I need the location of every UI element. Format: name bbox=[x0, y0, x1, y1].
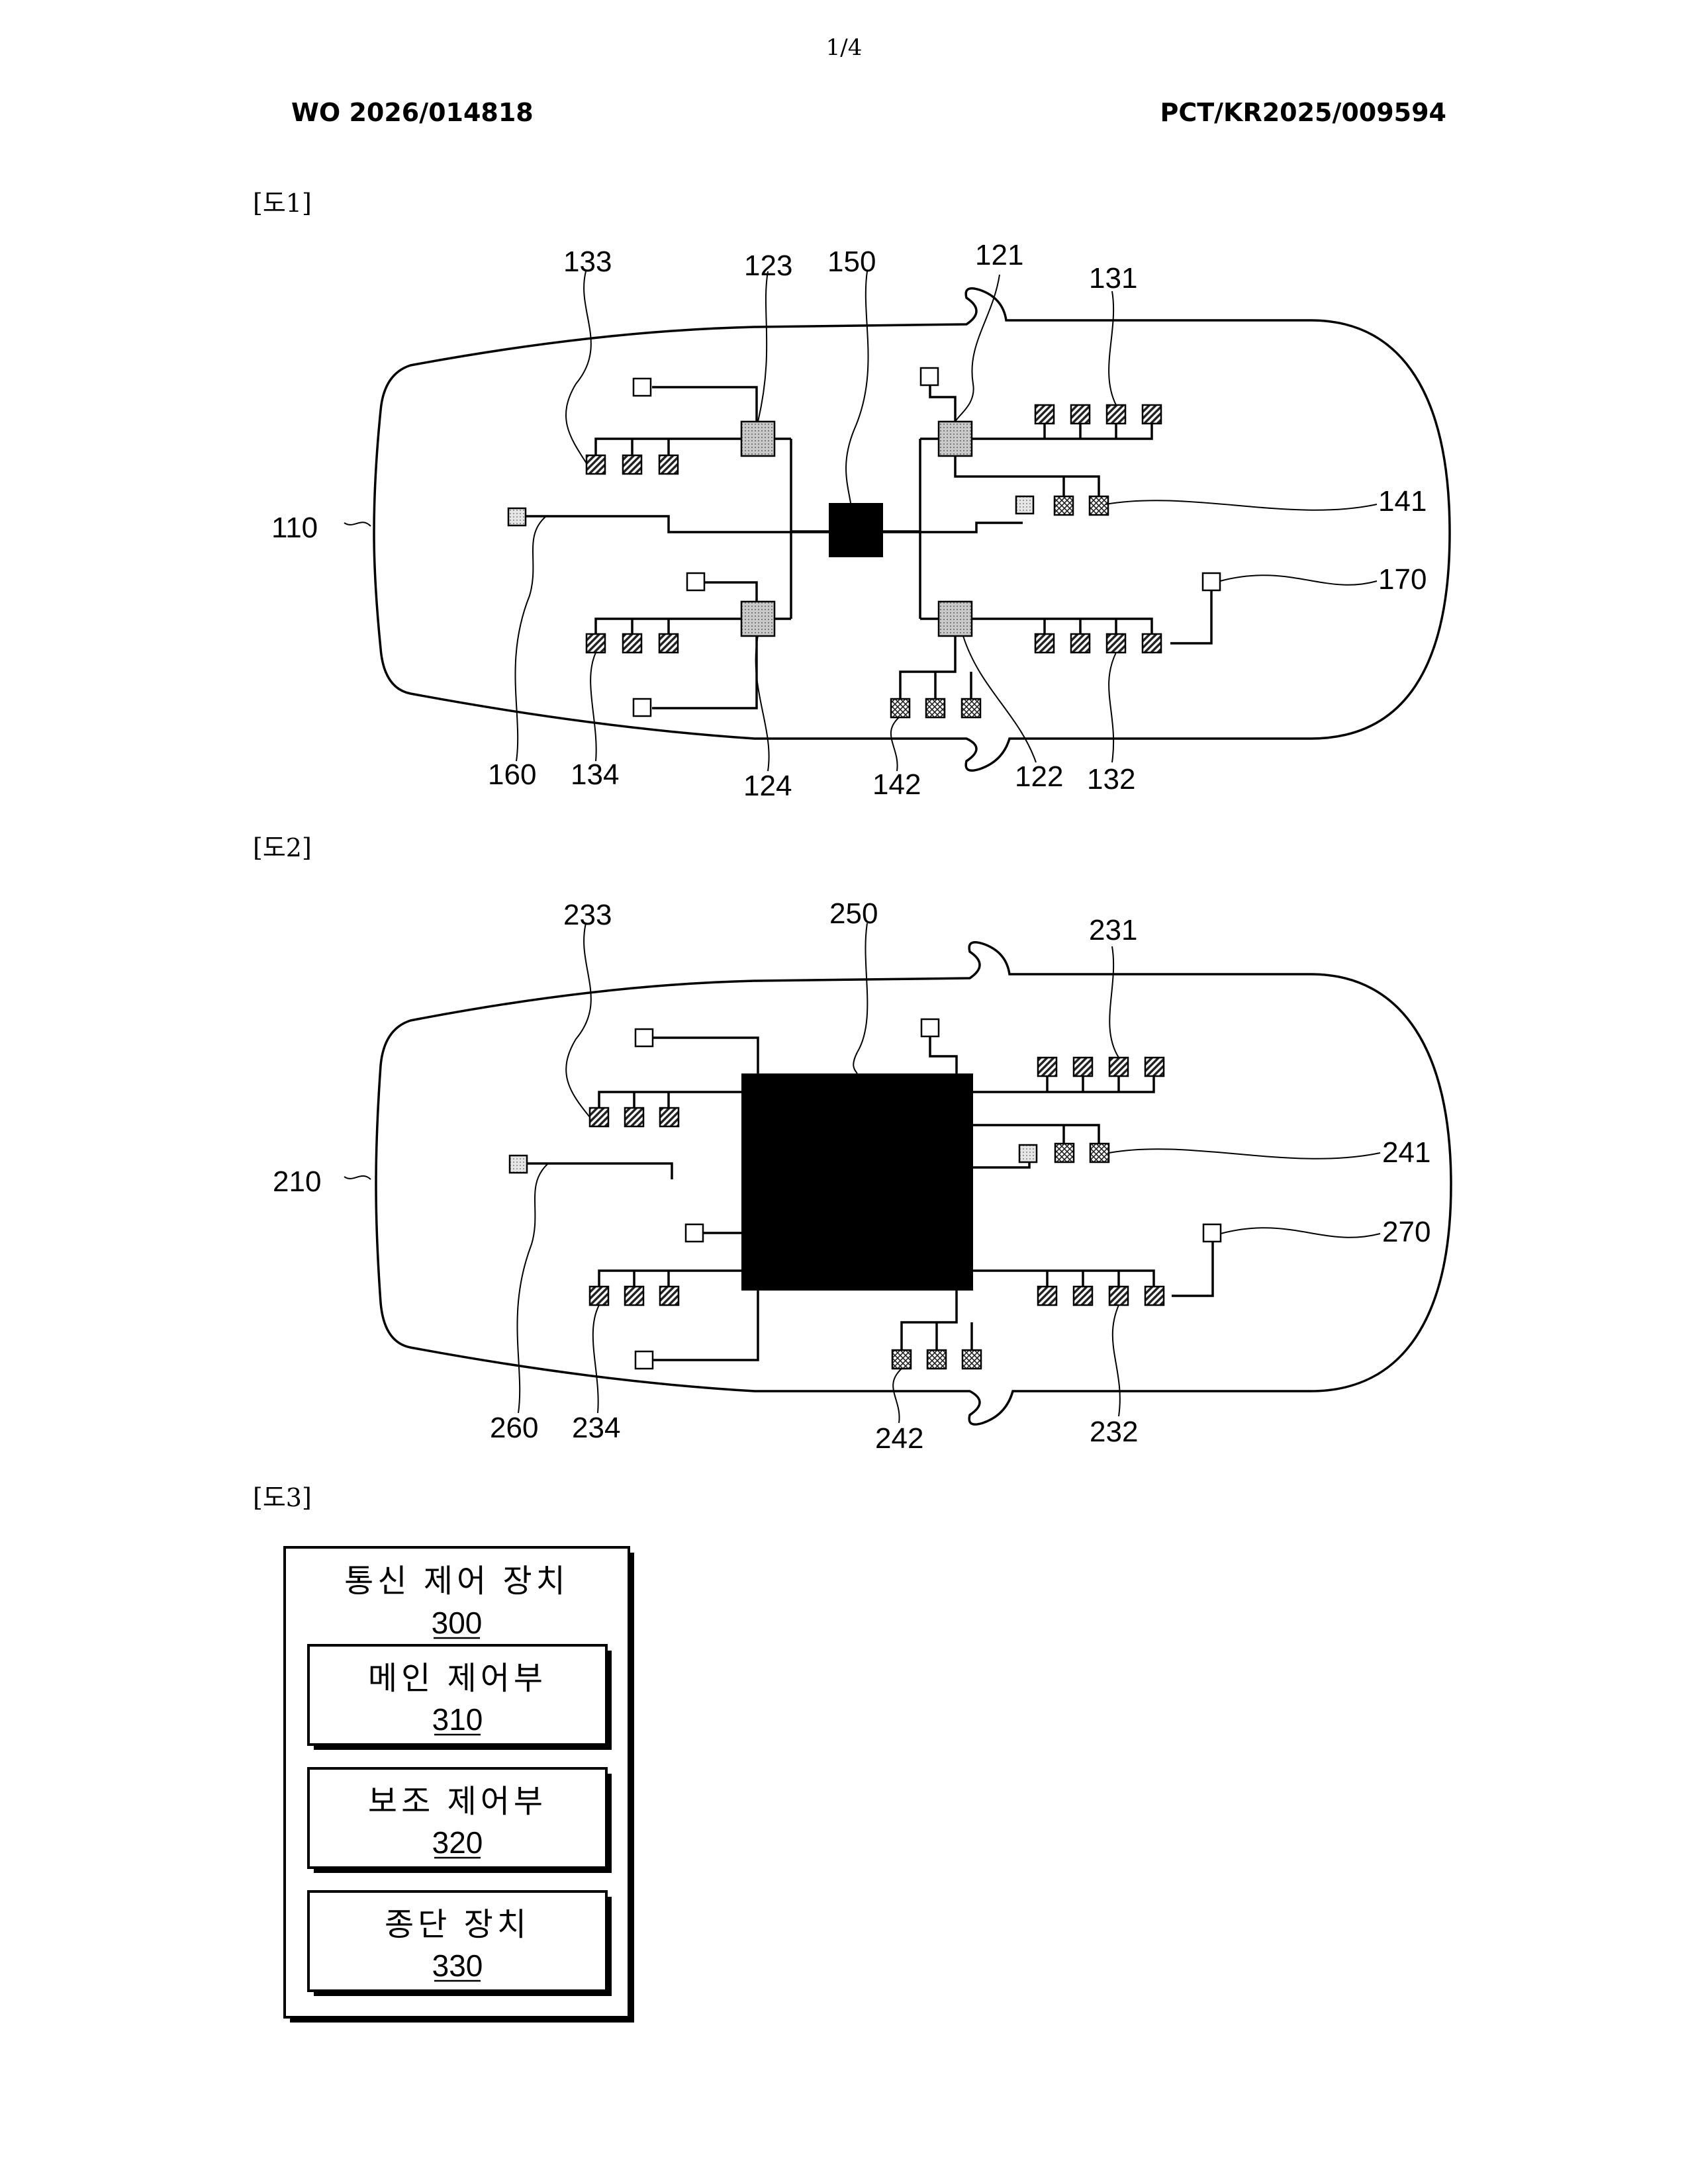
ref-133: 133 bbox=[563, 246, 612, 278]
ref-260: 260 bbox=[490, 1412, 538, 1444]
ref-110: 110 bbox=[271, 512, 318, 544]
ref-250: 250 bbox=[829, 897, 878, 930]
ref-232: 232 bbox=[1090, 1416, 1138, 1448]
ref-270: 270 bbox=[1382, 1216, 1430, 1248]
fig3-box1-title: 메인 제어부 bbox=[368, 1661, 547, 1696]
ref-233: 233 bbox=[563, 899, 612, 931]
ref-124: 124 bbox=[743, 770, 792, 802]
zone-ecu-123 bbox=[741, 422, 774, 456]
ref-131: 131 bbox=[1089, 262, 1137, 295]
fig1-diagram: 133 123 150 121 131 141 110 170 160 134 … bbox=[0, 238, 1688, 821]
ref-231: 231 bbox=[1089, 914, 1137, 946]
fig2-label: [도2] bbox=[253, 827, 312, 864]
ref-134: 134 bbox=[571, 758, 619, 791]
ref-142: 142 bbox=[872, 768, 921, 801]
page-number: 1/4 bbox=[0, 34, 1688, 61]
fig1-vehicle-outline bbox=[374, 289, 1450, 771]
application-number: PCT/KR2025/009594 bbox=[1160, 98, 1446, 127]
fig2-diagram: 233 250 231 241 210 270 260 234 242 232 bbox=[0, 887, 1688, 1469]
ref-242: 242 bbox=[875, 1422, 923, 1455]
fig3-outer-num: 300 bbox=[432, 1606, 483, 1640]
zone-ecu-121 bbox=[939, 422, 972, 456]
fig3-box2-num: 320 bbox=[432, 1825, 483, 1860]
ref-241: 241 bbox=[1382, 1136, 1430, 1169]
publication-number: WO 2026/014818 bbox=[291, 98, 534, 127]
fig3-box2-title: 보조 제어부 bbox=[368, 1784, 547, 1819]
ref-132: 132 bbox=[1087, 763, 1135, 796]
ref-141: 141 bbox=[1378, 485, 1427, 518]
fig3-outer-title: 통신 제어 장치 bbox=[344, 1564, 569, 1599]
central-controller-150 bbox=[829, 503, 883, 557]
ref-170: 170 bbox=[1378, 563, 1427, 596]
fig1-label: [도1] bbox=[253, 183, 312, 219]
fig3-box3-title: 종단 장치 bbox=[385, 1907, 530, 1942]
ref-234: 234 bbox=[572, 1412, 620, 1444]
central-controller-250 bbox=[741, 1073, 973, 1291]
ref-122: 122 bbox=[1015, 760, 1063, 793]
ref-150: 150 bbox=[827, 246, 876, 278]
zone-ecu-122 bbox=[939, 602, 972, 636]
fig3-box1-num: 310 bbox=[432, 1702, 483, 1737]
ref-123: 123 bbox=[744, 250, 792, 282]
zone-ecu-124 bbox=[741, 602, 774, 636]
fig3-label: [도3] bbox=[253, 1477, 312, 1514]
ref-160: 160 bbox=[488, 758, 536, 791]
fig3-box3-num: 330 bbox=[432, 1948, 483, 1983]
ref-121: 121 bbox=[975, 239, 1023, 271]
ref-210: 210 bbox=[273, 1165, 321, 1198]
fig3-block-diagram: 통신 제어 장치 300 메인 제어부 310 보조 제어부 320 종단 장치… bbox=[0, 1542, 1688, 2045]
